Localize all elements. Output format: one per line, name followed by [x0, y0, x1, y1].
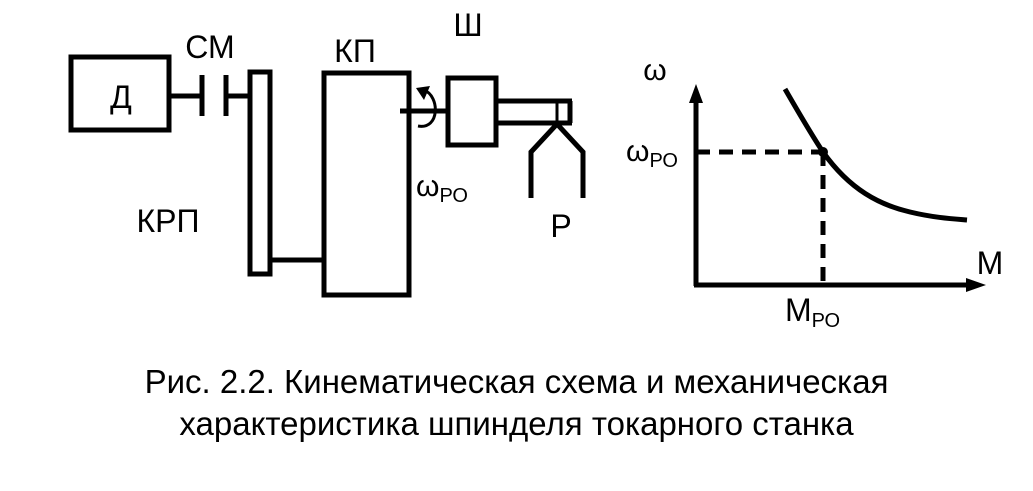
- caption-line-2: характеристика шпинделя токарного станка: [179, 405, 854, 442]
- rotation-arrow: [417, 88, 437, 128]
- x-axis-label: M: [977, 245, 1004, 281]
- belt-drive-pulley: [247, 69, 273, 277]
- m-ro-tick-sub: РО: [812, 310, 840, 332]
- motor-label: Д: [110, 79, 132, 115]
- rotation-arrow-head-icon: [416, 86, 430, 100]
- chuck-jaws: [528, 120, 586, 198]
- spindle-label: Ш: [453, 7, 482, 43]
- kinematic-diagram-figure: Д СМ КРП КП ωРО Ш Р ω M ωРО: [68, 7, 1004, 332]
- m-ro-tick-label: MРО: [785, 292, 840, 332]
- caption-line-1: Рис. 2.2. Кинематическая схема и механич…: [144, 363, 889, 400]
- y-axis-arrow-icon: [689, 84, 703, 103]
- omega-ro-sub: РО: [439, 185, 467, 207]
- belt-drive-label: КРП: [137, 203, 200, 239]
- m-ro-tick-main: M: [785, 292, 812, 328]
- chuck-label: Р: [550, 208, 571, 244]
- characteristic-curve: [782, 87, 968, 223]
- spindle-block: [445, 75, 499, 148]
- y-axis-label: ω: [643, 54, 666, 87]
- coupling-label: СМ: [185, 29, 234, 65]
- x-axis-arrow-icon: [966, 278, 986, 292]
- omega-ro-tick-label: ωРО: [626, 135, 678, 172]
- omega-ro-tick-sub: РО: [649, 150, 677, 172]
- gearbox-label: КП: [334, 33, 376, 69]
- omega-ro-main: ω: [416, 170, 439, 203]
- omega-ro-label: ωРО: [416, 170, 468, 207]
- gearbox-block: [321, 70, 412, 298]
- omega-ro-tick-main: ω: [626, 135, 649, 168]
